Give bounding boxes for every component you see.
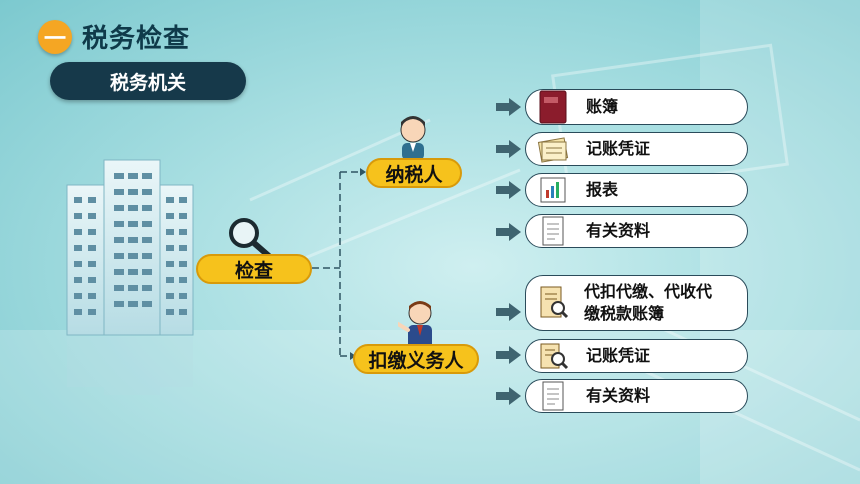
voucher-stack-icon — [536, 134, 570, 164]
arrow-icon — [496, 186, 510, 194]
arrow-icon — [509, 387, 521, 405]
arrow-icon — [496, 103, 510, 111]
document-icon — [536, 381, 570, 411]
item-label-line1: 代扣代缴、代收代 — [584, 282, 713, 301]
arrow-icon — [496, 145, 510, 153]
arrow-icon — [509, 346, 521, 364]
receipt-search-icon — [536, 286, 570, 319]
document-icon — [536, 216, 570, 246]
item-card-voucher: 记账凭证 — [525, 132, 748, 166]
item-card-documents: 有关资料 — [525, 214, 748, 248]
arrow-icon — [509, 98, 521, 116]
section-heading: 一 税务检查 — [38, 18, 190, 55]
arrow-icon — [496, 351, 510, 359]
ledger-book-icon — [536, 90, 570, 124]
arrow-icon — [509, 181, 521, 199]
section-title: 税务检查 — [82, 24, 191, 54]
item-label: 账簿 — [586, 97, 619, 116]
inspect-node: 检查 — [196, 254, 312, 284]
arrow-icon — [509, 303, 521, 321]
arrow-icon — [496, 228, 510, 236]
taxpayer-node: 纳税人 — [366, 158, 462, 188]
report-chart-icon — [536, 175, 570, 205]
arrow-icon — [509, 140, 521, 158]
item-card-withholding-documents: 有关资料 — [525, 379, 748, 413]
withholding-agent-person-icon — [398, 301, 432, 350]
item-label: 记账凭证 — [586, 346, 651, 365]
taxpayer-person-icon — [400, 116, 426, 160]
item-label: 记账凭证 — [586, 139, 651, 158]
item-card-withholding-voucher: 记账凭证 — [525, 339, 748, 373]
item-label: 有关资料 — [586, 386, 651, 405]
arrow-icon — [509, 223, 521, 241]
item-card-ledger: 账簿 — [525, 89, 748, 125]
item-label-line2: 缴税款账簿 — [584, 304, 665, 323]
item-card-withholding-ledger: 代扣代缴、代收代 缴税款账簿 — [525, 275, 748, 331]
office-building-icon — [66, 159, 194, 395]
arrow-icon — [496, 308, 510, 316]
section-number: 一 — [38, 19, 72, 54]
withholding-agent-node: 扣缴义务人 — [353, 344, 479, 374]
notebook-search-icon — [536, 341, 570, 371]
tax-authority-label: 税务机关 — [50, 62, 246, 100]
item-label: 报表 — [586, 180, 619, 199]
item-card-report: 报表 — [525, 173, 748, 207]
arrow-icon — [496, 392, 510, 400]
item-label: 有关资料 — [586, 221, 651, 240]
